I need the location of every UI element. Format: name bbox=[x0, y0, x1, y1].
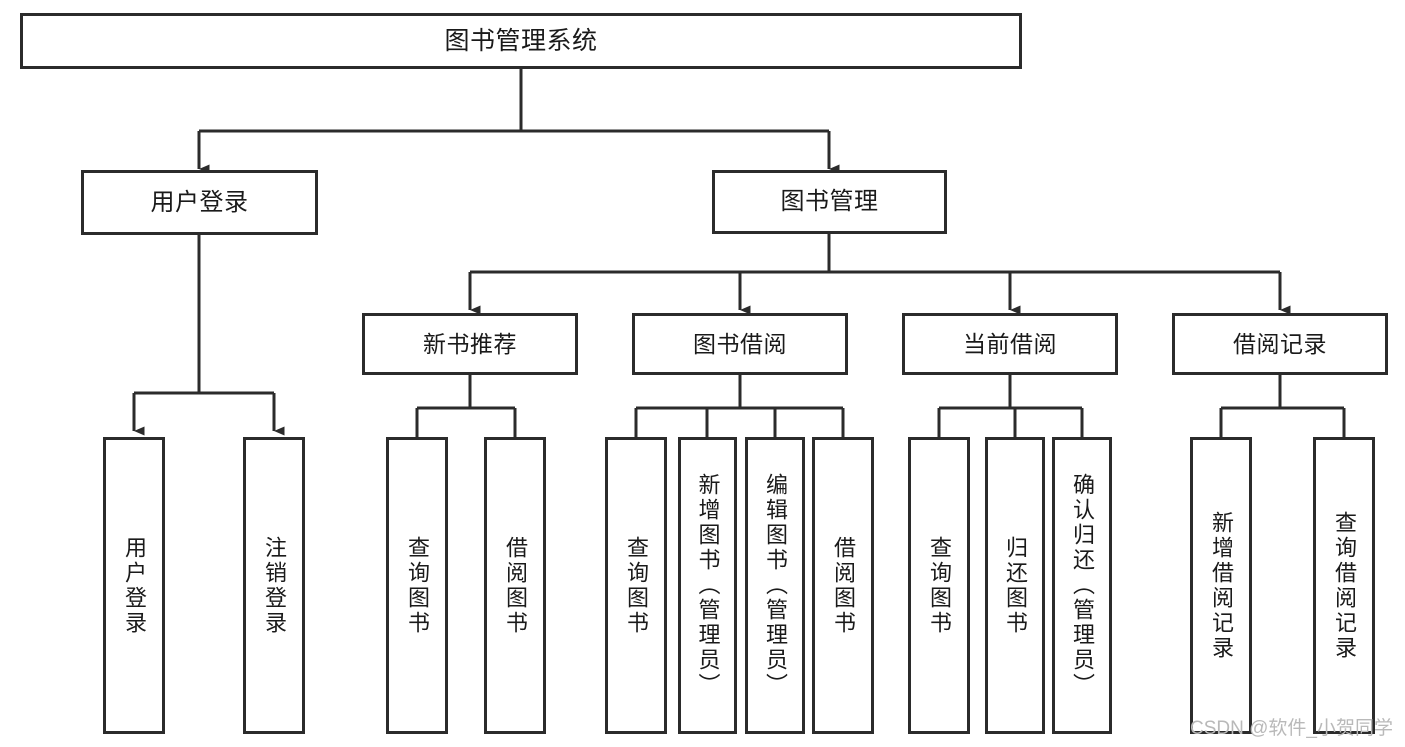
node-label: 注销登录 bbox=[262, 535, 287, 636]
node-label: 查询借阅记录 bbox=[1332, 510, 1357, 661]
leaf-return-books[interactable]: 归还图书 bbox=[985, 437, 1045, 734]
leaf-confirm-return-admin[interactable]: 确认归还（管理员） bbox=[1052, 437, 1112, 734]
leaf-logout[interactable]: 注销登录 bbox=[243, 437, 305, 734]
node-label: 当前借阅 bbox=[963, 330, 1057, 357]
node-label: 归还图书 bbox=[1003, 535, 1028, 636]
node-book-management[interactable]: 图书管理 bbox=[712, 170, 947, 234]
node-label: 图书管理 bbox=[780, 188, 879, 216]
node-label: 确认归还（管理员） bbox=[1070, 473, 1095, 698]
leaf-query-books-borrow[interactable]: 查询图书 bbox=[605, 437, 667, 734]
node-label: 图书管理系统 bbox=[444, 26, 598, 55]
leaf-edit-book-admin[interactable]: 编辑图书（管理员） bbox=[745, 437, 805, 734]
leaf-query-books-rec[interactable]: 查询图书 bbox=[386, 437, 448, 734]
leaf-add-book-admin[interactable]: 新增图书（管理员） bbox=[678, 437, 737, 734]
node-label: 用户登录 bbox=[122, 535, 147, 636]
leaf-query-books-current[interactable]: 查询图书 bbox=[908, 437, 970, 734]
csdn-watermark: CSDN @软件_小贺同学 bbox=[1190, 718, 1393, 739]
leaf-borrow-books-rec[interactable]: 借阅图书 bbox=[484, 437, 546, 734]
node-borrow-records[interactable]: 借阅记录 bbox=[1172, 313, 1388, 375]
leaf-query-borrow-record[interactable]: 查询借阅记录 bbox=[1313, 437, 1375, 734]
node-label: 借阅图书 bbox=[503, 535, 528, 636]
node-label: 查询图书 bbox=[624, 535, 649, 636]
node-label: 图书借阅 bbox=[693, 330, 787, 357]
node-label: 查询图书 bbox=[405, 535, 430, 636]
node-label: 用户登录 bbox=[150, 188, 249, 216]
node-label: 新书推荐 bbox=[423, 330, 517, 357]
node-label: 编辑图书（管理员） bbox=[763, 473, 788, 698]
node-root-system[interactable]: 图书管理系统 bbox=[20, 13, 1022, 69]
node-label: 借阅记录 bbox=[1233, 330, 1327, 357]
leaf-user-login[interactable]: 用户登录 bbox=[103, 437, 165, 734]
leaf-borrow-books[interactable]: 借阅图书 bbox=[812, 437, 874, 734]
node-new-book-recommendation[interactable]: 新书推荐 bbox=[362, 313, 578, 375]
leaf-add-borrow-record[interactable]: 新增借阅记录 bbox=[1190, 437, 1252, 734]
node-book-borrowing[interactable]: 图书借阅 bbox=[632, 313, 848, 375]
node-current-borrowing[interactable]: 当前借阅 bbox=[902, 313, 1118, 375]
node-label: 借阅图书 bbox=[831, 535, 856, 636]
node-label: 查询图书 bbox=[927, 535, 952, 636]
node-user-login[interactable]: 用户登录 bbox=[81, 170, 318, 235]
node-label: 新增图书（管理员） bbox=[695, 473, 721, 698]
node-label: 新增借阅记录 bbox=[1209, 510, 1234, 661]
